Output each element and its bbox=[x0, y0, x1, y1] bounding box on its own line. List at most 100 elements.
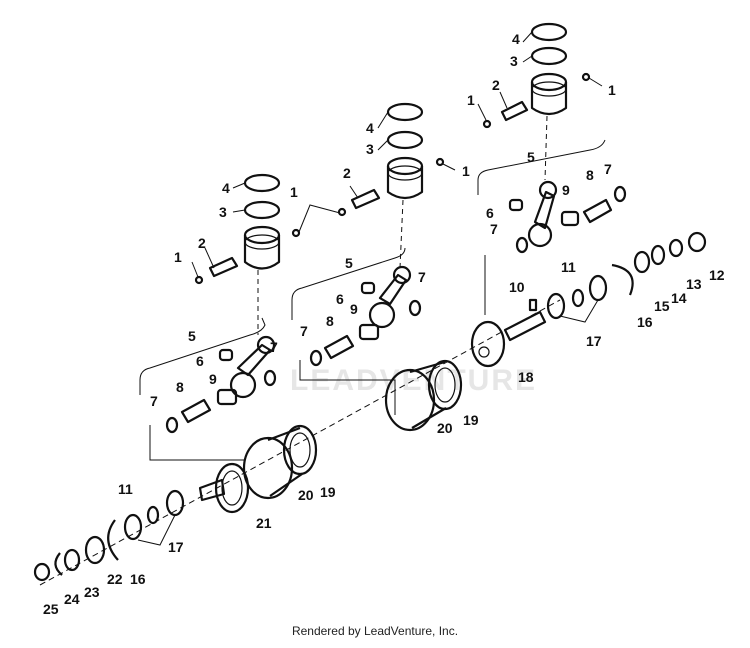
piston-ring-top-left bbox=[243, 173, 281, 193]
label-7-center-b: 7 bbox=[300, 323, 308, 339]
conrod-center bbox=[378, 273, 408, 306]
label-7-left-a: 7 bbox=[270, 339, 278, 355]
label-14: 14 bbox=[671, 290, 687, 306]
label-25: 25 bbox=[43, 601, 59, 617]
piston-assembly-left bbox=[191, 173, 341, 335]
washer-14 bbox=[650, 244, 666, 266]
label-2-center: 2 bbox=[343, 165, 351, 181]
needle-bearing-small-left bbox=[218, 348, 234, 362]
conrod-group-left bbox=[139, 317, 277, 461]
label-1-center-a: 1 bbox=[462, 163, 470, 179]
needle-bearing-small-right bbox=[508, 198, 524, 212]
label-1-left-a: 1 bbox=[174, 249, 182, 265]
needle-bearing-large-left bbox=[216, 388, 238, 406]
thrust-washer-left-a bbox=[165, 416, 179, 434]
label-17-right: 17 bbox=[586, 333, 602, 349]
thrust-washer-right-b bbox=[613, 185, 627, 203]
main-bearing-17b-right bbox=[588, 274, 608, 302]
piston-pin-right bbox=[500, 100, 529, 122]
seal-11-left bbox=[146, 505, 160, 525]
label-7-left-b: 7 bbox=[150, 393, 158, 409]
clip-right-b bbox=[581, 72, 591, 82]
thrust-washer-center-a bbox=[309, 349, 323, 367]
crank-pin-left bbox=[180, 398, 212, 424]
label-16-right: 16 bbox=[637, 314, 653, 330]
label-1-left-b: 1 bbox=[290, 184, 298, 200]
label-6-center: 6 bbox=[336, 291, 344, 307]
crankshaft-end-right bbox=[503, 310, 547, 342]
label-11-left: 11 bbox=[118, 481, 133, 497]
crank-web-21 bbox=[214, 462, 250, 514]
label-20-center: 20 bbox=[437, 420, 453, 436]
crank-web-18 bbox=[470, 320, 506, 368]
label-22: 22 bbox=[107, 571, 123, 587]
footer-credit: Rendered by LeadVenture, Inc. bbox=[291, 624, 459, 638]
main-bearing-17b-left bbox=[123, 513, 143, 541]
label-7-right-b: 7 bbox=[604, 161, 612, 177]
label-7-center-a: 7 bbox=[418, 269, 426, 285]
clip-right-a bbox=[482, 119, 492, 129]
label-17-left: 17 bbox=[168, 539, 184, 555]
conrod-group-right bbox=[477, 139, 627, 315]
label-5-right: 5 bbox=[527, 149, 535, 165]
label-7-right-a: 7 bbox=[490, 221, 498, 237]
label-21: 21 bbox=[256, 515, 272, 531]
piston-ring-top-right bbox=[530, 22, 568, 42]
main-bearings-right bbox=[546, 231, 707, 323]
piston-pin-left bbox=[208, 256, 239, 278]
label-8-left: 8 bbox=[176, 379, 184, 395]
label-1-right-a: 1 bbox=[467, 92, 475, 108]
piston-center bbox=[386, 166, 424, 200]
label-6-left: 6 bbox=[196, 353, 204, 369]
conrod-left bbox=[236, 343, 272, 377]
piston-ring-second-center bbox=[386, 130, 424, 150]
label-4-right: 4 bbox=[512, 31, 520, 47]
crank-pin-center bbox=[323, 334, 355, 360]
label-2-right: 2 bbox=[492, 77, 500, 93]
label-23: 23 bbox=[84, 584, 100, 600]
piston-ring-top-center bbox=[386, 102, 424, 122]
label-9-center: 9 bbox=[350, 301, 358, 317]
label-6-right: 6 bbox=[486, 205, 494, 221]
needle-bearing-large-center bbox=[358, 323, 380, 341]
label-4-center: 4 bbox=[366, 120, 374, 136]
label-9-right: 9 bbox=[562, 182, 570, 198]
piston-ring-second-left bbox=[243, 200, 281, 220]
main-bearings-left bbox=[33, 489, 185, 582]
thrust-washer-left-b bbox=[263, 369, 277, 387]
crank-pin-right bbox=[582, 198, 613, 224]
conrod-group-center bbox=[291, 247, 422, 415]
seal-11-right bbox=[571, 288, 585, 308]
crankshaft-end-left bbox=[198, 478, 226, 502]
seal-22 bbox=[84, 535, 106, 565]
piston-assembly-right bbox=[477, 22, 603, 181]
label-10: 10 bbox=[509, 279, 525, 295]
crank-web-20-left bbox=[242, 436, 294, 500]
crank-web-20-center bbox=[384, 368, 436, 432]
woodruff-key bbox=[528, 298, 538, 312]
clip-center-b bbox=[435, 157, 445, 167]
needle-bearing-large-right bbox=[560, 210, 580, 227]
snap-ring-16-right bbox=[611, 263, 634, 296]
piston-pin-center bbox=[350, 188, 381, 210]
piston-left bbox=[243, 235, 281, 270]
clip-left-a bbox=[194, 275, 204, 285]
label-18: 18 bbox=[518, 369, 534, 385]
clip-left-b bbox=[291, 228, 301, 238]
crank-web-19-left bbox=[282, 424, 318, 476]
piston-right bbox=[530, 82, 568, 116]
thrust-washer-center-b bbox=[408, 299, 422, 317]
clip-center-a bbox=[337, 207, 347, 217]
thrust-washer-right-a bbox=[515, 236, 529, 254]
label-19-left: 19 bbox=[320, 484, 336, 500]
label-9-left: 9 bbox=[209, 371, 217, 387]
label-11-right: 11 bbox=[561, 259, 576, 275]
label-4-left: 4 bbox=[222, 180, 230, 196]
label-3-center: 3 bbox=[366, 141, 374, 157]
label-8-right: 8 bbox=[586, 167, 594, 183]
piston-ring-second-right bbox=[530, 46, 568, 66]
part-labels: 1 1 2 3 4 1 2 3 4 1 1 2 3 4 5 5 5 6 7 7 … bbox=[43, 31, 725, 617]
crankshaft bbox=[198, 298, 547, 514]
label-20-left: 20 bbox=[298, 487, 314, 503]
